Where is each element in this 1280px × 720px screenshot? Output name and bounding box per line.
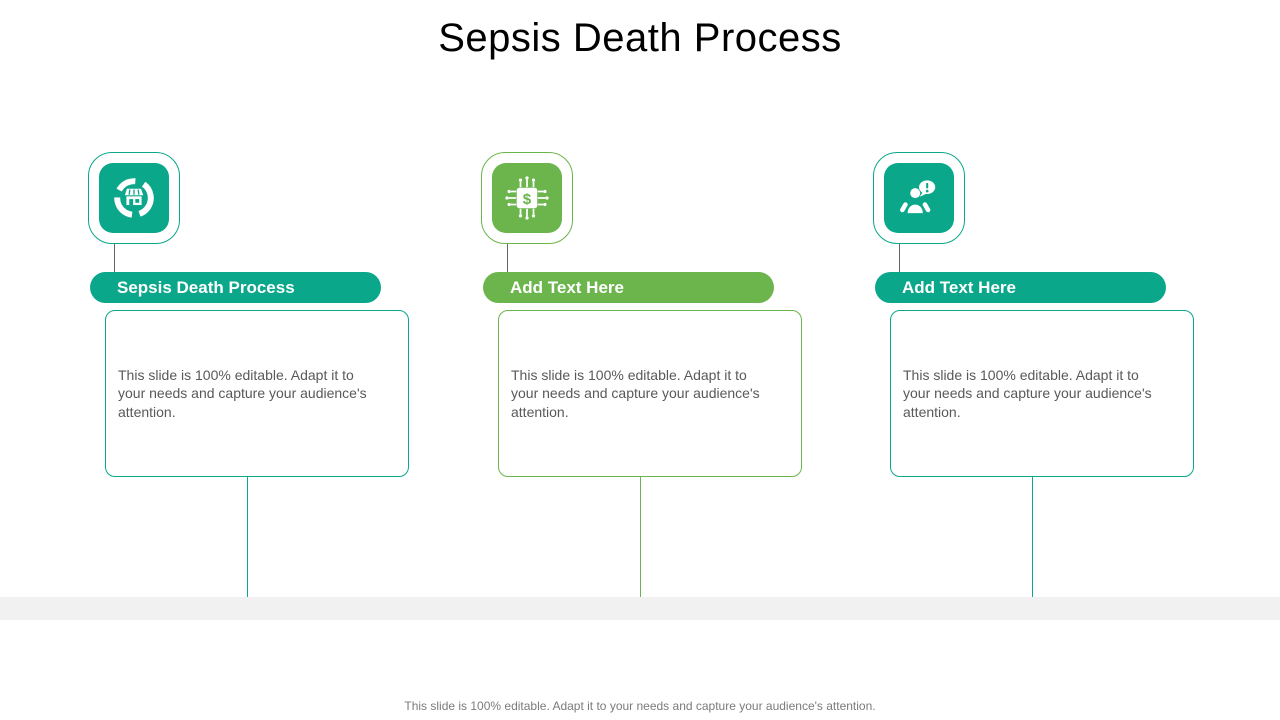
step-text-box[interactable]: This slide is 100% editable. Adapt it to… [498,310,802,477]
step-body-text: This slide is 100% editable. Adapt it to… [903,366,1152,420]
person-exclamation-icon [900,180,936,214]
icon-pill-connector-line [899,244,900,272]
process-column-3: Add Text Here This slide is 100% editabl… [873,0,1203,720]
step-body-text: This slide is 100% editable. Adapt it to… [118,366,367,420]
icon-tile[interactable] [873,152,965,244]
step-body-text: This slide is 100% editable. Adapt it to… [511,366,760,420]
icon-pill-connector-line [114,244,115,272]
market-cycle-icon [114,178,154,218]
icon-tile[interactable] [88,152,180,244]
svg-text:$: $ [523,191,532,208]
process-column-1: Sepsis Death Process This slide is 100% … [88,0,418,720]
chip-dollar-icon: $ [505,176,549,220]
box-drop-line [1032,477,1033,597]
step-pill-label[interactable]: Add Text Here [875,272,1166,303]
icon-tile[interactable]: $ [481,152,573,244]
step-text-box[interactable]: This slide is 100% editable. Adapt it to… [890,310,1194,477]
bottom-gray-band [0,597,1280,620]
box-drop-line [247,477,248,597]
process-column-2: $ Add Text Here This slide is 100% edita… [481,0,811,720]
icon-pill-connector-line [507,244,508,272]
footer-caption: This slide is 100% editable. Adapt it to… [404,699,876,713]
step-text-box[interactable]: This slide is 100% editable. Adapt it to… [105,310,409,477]
step-pill-label[interactable]: Add Text Here [483,272,774,303]
step-pill-label[interactable]: Sepsis Death Process [90,272,381,303]
box-drop-line [640,477,641,597]
slide-title[interactable]: Sepsis Death Process [438,16,842,60]
